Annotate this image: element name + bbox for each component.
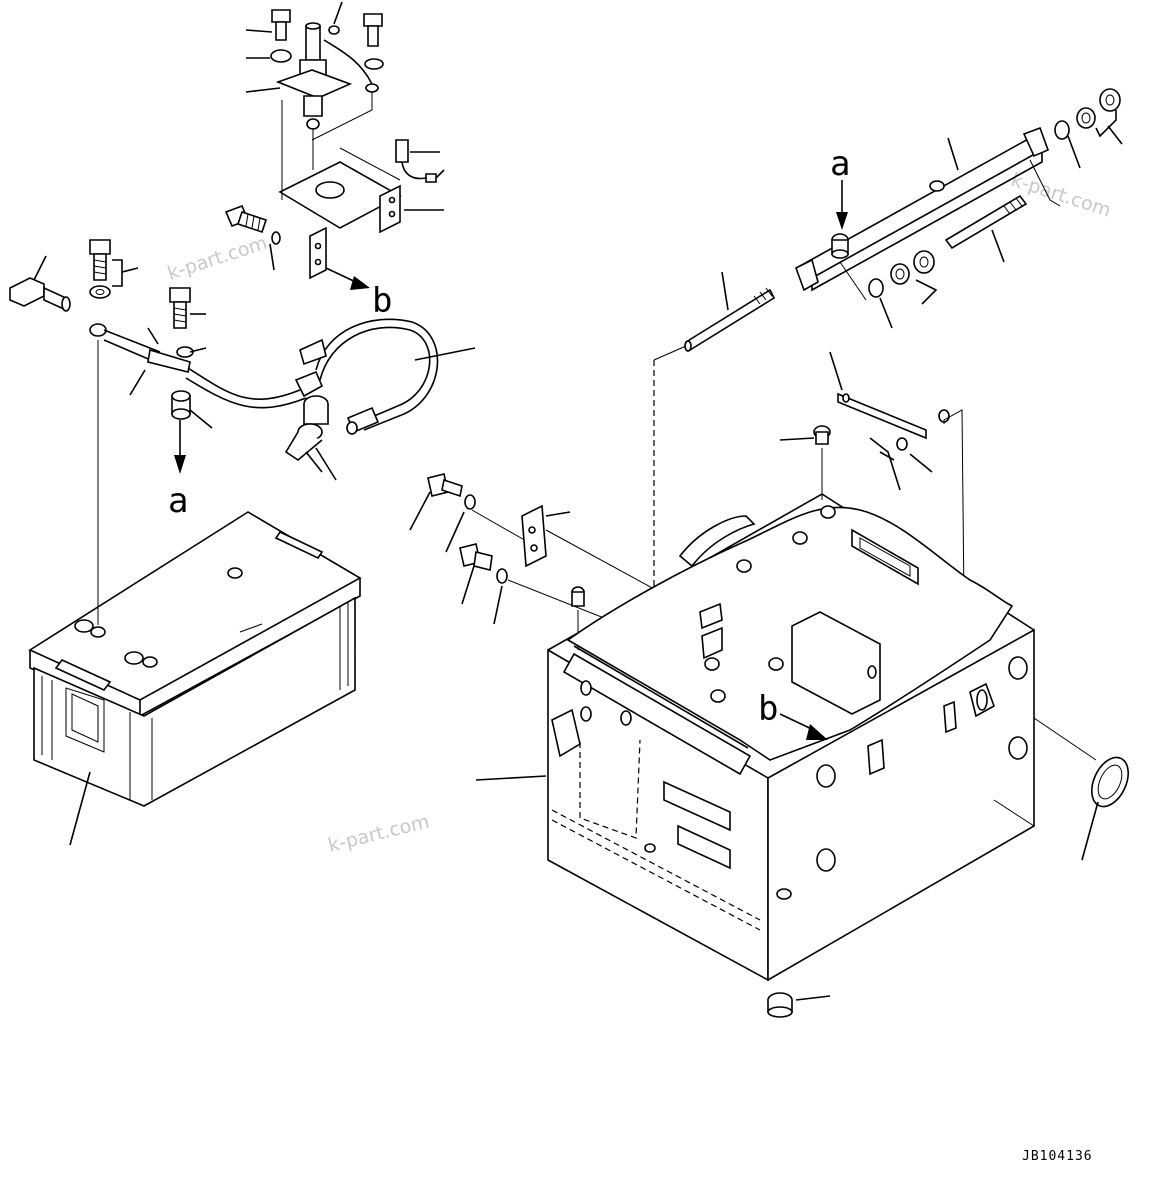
bracket-bolt-icon [224,204,281,271]
watermark-2: k-part.com [1008,169,1113,222]
terminal-negative-icon [124,651,144,665]
ref-label-a-right: a [830,144,850,184]
ref-label-b-box: b [758,689,778,729]
arrow-b-head [350,276,370,290]
watermark-3: k-part.com [326,810,432,856]
nut-washer-set-2 [839,159,1061,329]
bolt-icon-2 [169,287,206,329]
j-bolt-rod [944,194,1028,263]
nut-washer-set [1054,88,1123,169]
watermark-1: k-part.com [165,232,270,285]
battery [28,511,362,807]
grommet-icon [1033,717,1129,861]
ref-label-b-top: b [372,281,392,321]
spacer-icon [171,390,213,429]
hold-down-bar [795,126,1050,292]
battery-relay [245,1,445,280]
terminal-positive-icon [74,619,94,633]
connector-icon [9,255,71,312]
bolt-icon [89,239,139,299]
battery-cable [89,318,476,435]
drawing-code: JB104136 [1022,1149,1093,1164]
leader-battery [69,771,91,846]
terminal-cover-icon [284,395,337,481]
battery-box [475,493,1035,982]
center-bolts [409,473,701,657]
arrow-a-head [174,455,186,474]
drain-plug-icon [767,992,831,1018]
tie-rod [653,271,776,670]
ref-label-a-left: a [168,481,188,521]
